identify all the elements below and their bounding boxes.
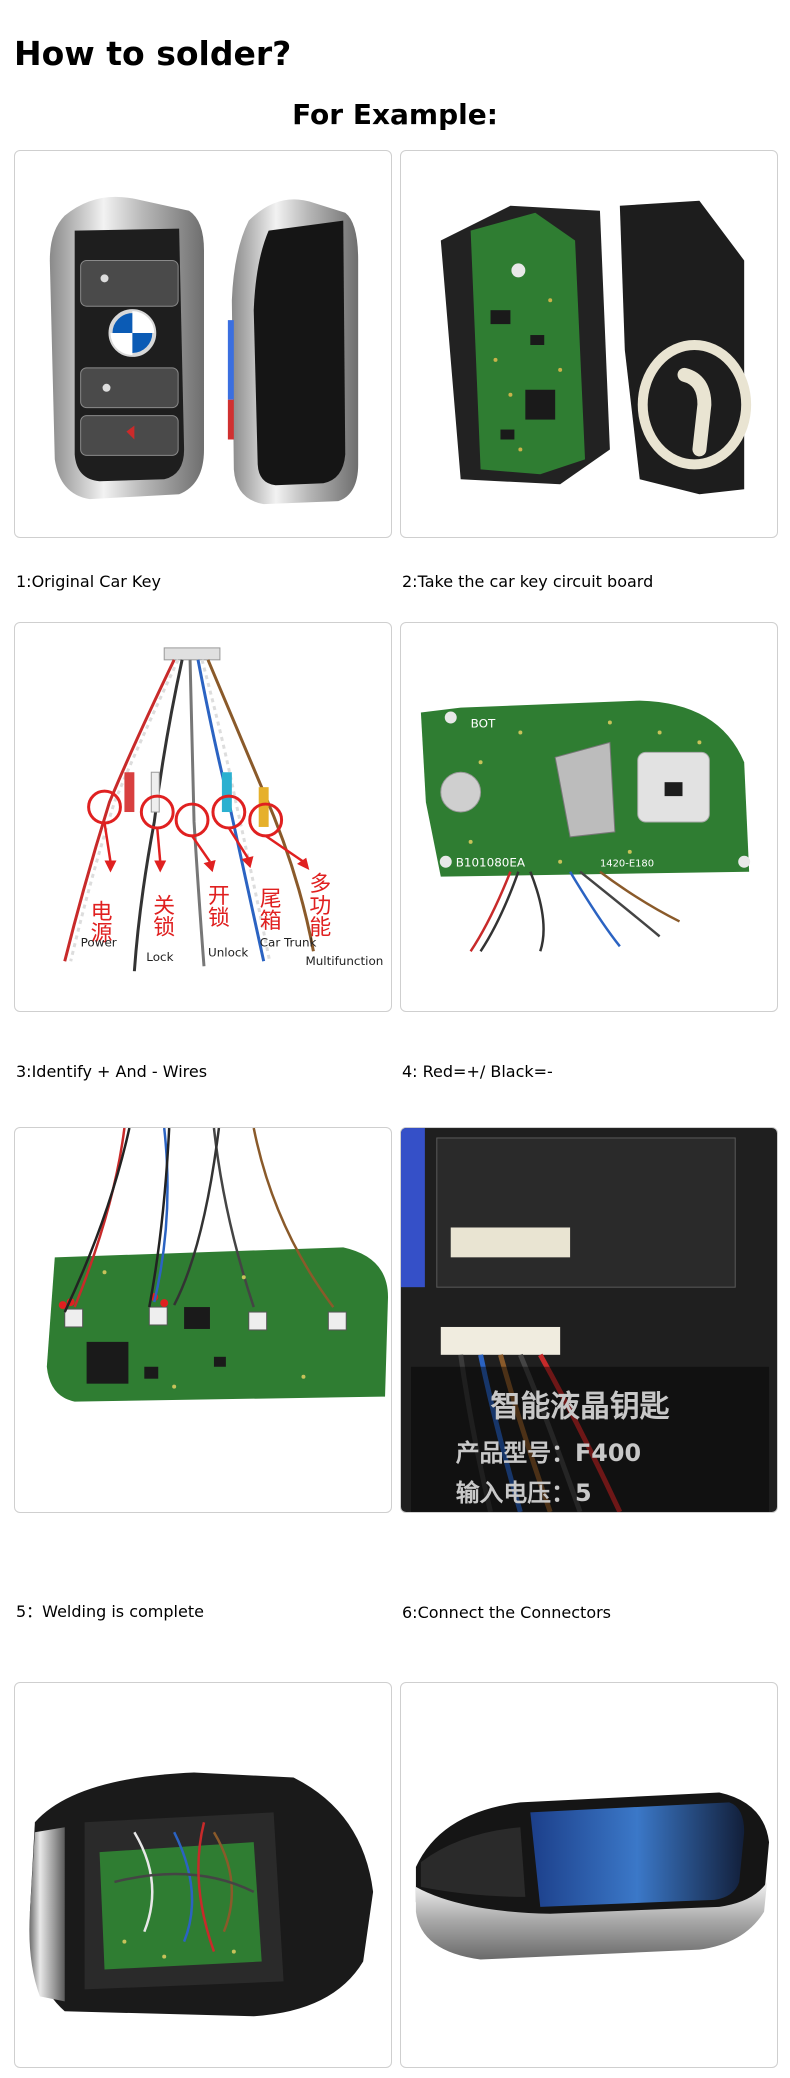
- page-subtitle: For Example:: [292, 98, 498, 131]
- label-power: Power: [81, 935, 117, 949]
- label-lock-cn: 关锁: [150, 894, 175, 938]
- label-power-cn: 电源: [87, 900, 112, 944]
- image-board-bottom: BOT B101080EA 1420-E180: [400, 622, 778, 1012]
- step-5-caption: 5：Welding is complete: [16, 1602, 204, 1621]
- step-6-caption: 6:Connect the Connectors: [402, 1603, 612, 1622]
- image-connector-red-black: 智能液晶钥匙 产品型号：F400 输入电压：5: [400, 1127, 778, 1513]
- step-4-caption: 4: Red=+/ Black=-: [402, 1062, 553, 1081]
- sticker-line1: 智能液晶钥匙: [491, 1389, 670, 1424]
- step-2-caption: 2:Take the car key circuit board: [402, 572, 654, 591]
- image-welding-complete: [14, 1682, 392, 2068]
- board-code2-label: 1420-E180: [600, 859, 654, 870]
- image-circuit-board-removed: [400, 150, 778, 538]
- image-original-car-key: [14, 150, 392, 538]
- label-unlock-cn: 开锁: [204, 884, 229, 928]
- label-trunk-cn: 尾箱: [256, 887, 281, 931]
- sticker-line2: 产品型号：F400: [456, 1439, 641, 1467]
- step-3-caption: 3:Identify + And - Wires: [16, 1062, 208, 1081]
- image-connected-key: [400, 1682, 778, 2068]
- label-car-trunk: Car Trunk: [260, 935, 317, 949]
- image-soldered-board: [14, 1127, 392, 1513]
- car-key-illustration: [49, 196, 359, 505]
- board-bot-label: BOT: [471, 716, 496, 730]
- page-title: How to solder?: [14, 34, 292, 73]
- board-code-label: B101080EA: [456, 856, 526, 870]
- step-1-caption: 1:Original Car Key: [16, 572, 161, 591]
- label-multifunction: Multifunction: [305, 954, 383, 968]
- label-multi-cn: 多功能: [306, 872, 331, 938]
- image-wire-identification: 电源 关锁 开锁 尾箱 多功能 Power Lock Unlock Car Tr…: [14, 622, 392, 1012]
- label-lock: Lock: [146, 950, 173, 964]
- sticker-line3: 输入电压：5: [456, 1479, 592, 1507]
- label-unlock: Unlock: [208, 945, 248, 959]
